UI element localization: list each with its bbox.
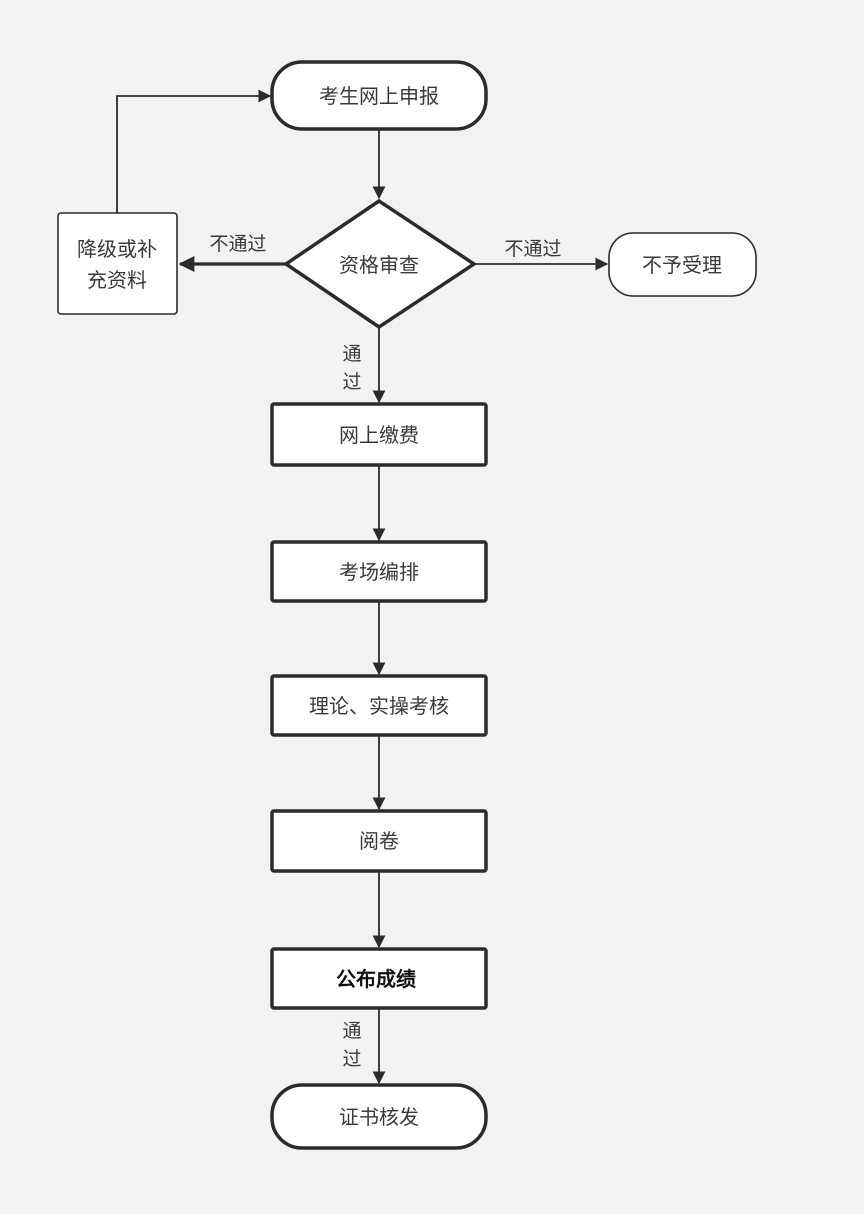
node-apply: 考生网上申报 [270, 60, 488, 131]
node-publish-label: 公布成绩 [336, 967, 416, 991]
node-certificate-label: 证书核发 [339, 1105, 419, 1129]
node-reject: 不予受理 [608, 232, 757, 297]
edge-labels: 不通过 不通过 通 过 通 过 [209, 233, 561, 1070]
node-pay: 网上缴费 [270, 402, 488, 467]
edge-label-fail-right: 不通过 [504, 238, 561, 260]
node-exam: 理论、实操考核 [270, 674, 488, 737]
node-pay-label: 网上缴费 [339, 423, 419, 447]
node-review-label: 资格审查 [339, 253, 419, 277]
node-supplement-label-line1: 降级或补 [77, 237, 157, 261]
edge-label-pass-review-2: 过 [342, 371, 361, 393]
node-publish: 公布成绩 [270, 947, 488, 1010]
node-exam-label: 理论、实操考核 [309, 694, 449, 718]
edge-supplement-to-apply [116, 89, 272, 213]
node-reject-label: 不予受理 [642, 253, 722, 277]
node-grade: 阅卷 [270, 809, 488, 873]
node-review: 资格审查 [282, 198, 478, 330]
node-arrange: 考场编排 [270, 540, 488, 603]
node-grade-label: 阅卷 [359, 829, 399, 853]
node-arrange-label: 考场编排 [339, 560, 419, 584]
node-supplement: 降级或补 充资料 [57, 212, 178, 315]
edge-label-pass-review-1: 通 [342, 343, 361, 365]
node-certificate: 证书核发 [270, 1083, 488, 1150]
edge-label-pass-publish-2: 过 [342, 1048, 361, 1070]
node-apply-label: 考生网上申报 [319, 84, 439, 108]
node-supplement-label-line2: 充资料 [87, 268, 147, 292]
edges [116, 89, 609, 1085]
edge-label-fail-left: 不通过 [209, 233, 266, 255]
edge-label-pass-publish-1: 通 [342, 1020, 361, 1042]
